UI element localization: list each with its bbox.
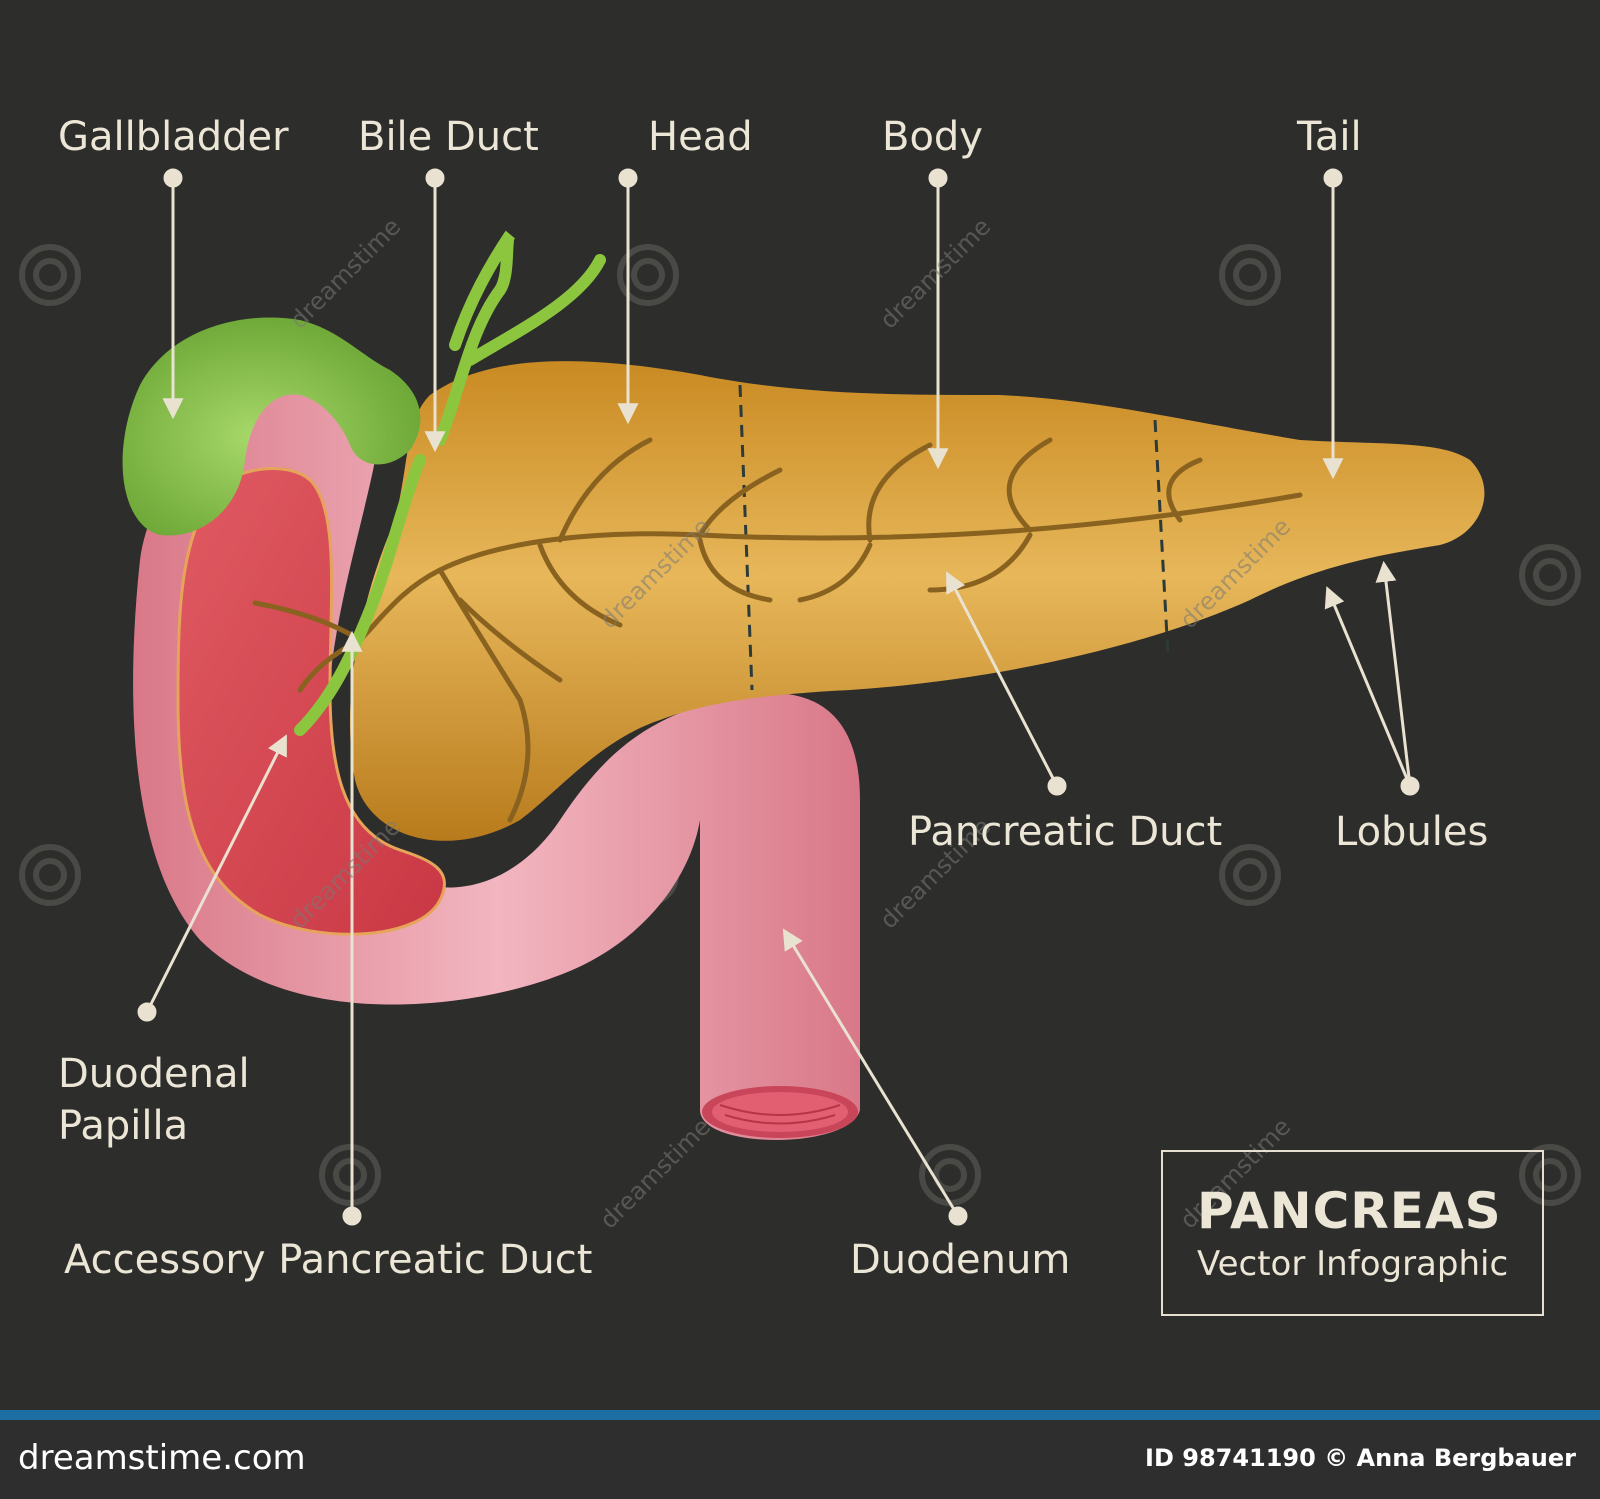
diagram-canvas: dreamstime dreamstime dreamstime dreamst… [19,114,1581,1316]
label-head: Head [648,114,753,160]
leader-lines [137,168,1420,1226]
footer-credit: ID 98741190 © Anna Bergbauer [1145,1444,1576,1472]
label-tail: Tail [1297,114,1362,160]
label-bile-duct: Bile Duct [358,114,539,160]
title-subtitle: Vector Infographic [1197,1244,1509,1284]
pancreas-illustration: dreamstime dreamstime dreamstime dreamst… [19,168,1581,1235]
svg-text:dreamstime: dreamstime [594,1113,716,1235]
gallbladder [122,230,606,736]
label-duodenum: Duodenum [850,1237,1071,1283]
label-duodenal-papilla-line2: Papilla [58,1103,189,1149]
svg-text:dreamstime: dreamstime [284,213,406,335]
label-duodenal-papilla-line1: Duodenal [58,1051,250,1097]
footer-site-link[interactable]: dreamstime.com [18,1438,306,1478]
svg-text:dreamstime: dreamstime [874,213,996,335]
title-box: PANCREAS Vector Infographic [1161,1150,1544,1316]
label-pancreatic-duct: Pancreatic Duct [908,809,1223,855]
footer-bar: dreamstime.com ID 98741190 © Anna Bergba… [0,1410,1600,1499]
pancreatic-duct-tree [252,437,1303,823]
label-gallbladder: Gallbladder [58,114,289,160]
label-lobules: Lobules [1335,809,1489,855]
label-body: Body [882,114,983,160]
title-main: PANCREAS [1197,1182,1502,1240]
pancreas [349,361,1485,841]
label-accessory-pancreatic-duct: Accessory Pancreatic Duct [64,1237,593,1283]
